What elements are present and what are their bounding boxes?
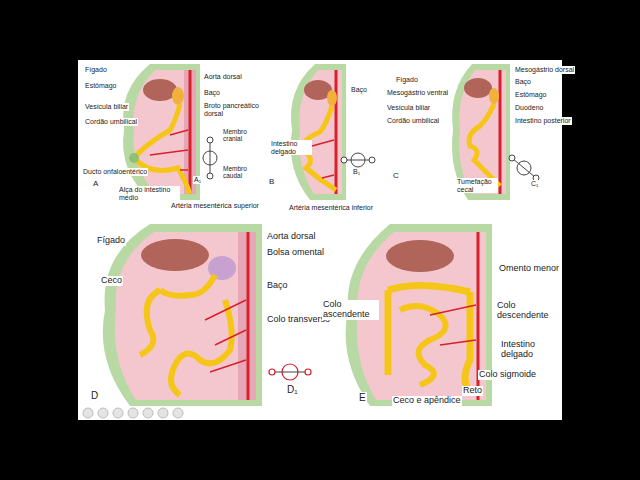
part-label: A: [92, 180, 99, 189]
part-label: Mesogástrio ventral: [386, 89, 449, 97]
part-label: Cordão umbilical: [84, 118, 138, 126]
part-label: Artéria mesentérica superior: [170, 202, 260, 210]
part-label: Baço: [203, 89, 221, 97]
part-label: C₁: [530, 180, 539, 188]
part-label: Intestino delgado: [270, 140, 312, 155]
part-label: Membro cranial: [222, 128, 264, 142]
part-label: B: [268, 178, 275, 187]
part-label: Fígado: [96, 236, 126, 246]
part-label: C: [392, 172, 400, 181]
part-label: Broto pancreático dorsal: [203, 102, 260, 117]
part-label: Omento menor: [498, 264, 560, 274]
part-label: Duodeno: [514, 104, 544, 112]
part-label: A₁: [193, 176, 202, 184]
part-label: Artéria mesentérica inferior: [288, 204, 374, 212]
part-label: Mesogástrio dorsal: [514, 66, 575, 74]
panel-c-drawing: [452, 64, 539, 200]
part-label: Reto: [462, 386, 483, 396]
part-label: Vesícula biliar: [386, 104, 431, 112]
part-label: Intestino posterior: [514, 117, 572, 125]
panel-b-drawing: [291, 64, 375, 200]
part-label: Tumefação cecal: [456, 178, 498, 193]
part-label: Fígado: [84, 66, 108, 74]
part-label: D: [90, 390, 99, 401]
part-label: Colo sigmoide: [478, 370, 537, 380]
part-label: Aorta dorsal: [266, 232, 317, 242]
part-label: Alça do intestino médio: [118, 186, 180, 201]
part-label: B₁: [352, 168, 361, 176]
part-label: Aorta dorsal: [203, 73, 243, 81]
part-label: Fígado: [395, 76, 419, 84]
part-label: Baço: [266, 281, 289, 291]
panel-a-drawing: [123, 64, 217, 200]
part-label: Ceco e apêndice: [392, 396, 462, 406]
part-label: D₁: [286, 384, 299, 395]
part-label: Estômago: [514, 91, 548, 99]
part-label: Colo ascendente: [322, 300, 379, 320]
player-toolbar: [83, 408, 183, 418]
part-label: Intestino delgado: [500, 340, 552, 360]
part-label: Estômago: [84, 82, 118, 90]
part-label: E: [358, 392, 367, 403]
part-label: Baço: [350, 86, 368, 94]
part-label: Bolsa omental: [266, 248, 325, 258]
part-label: Cordão umbilical: [386, 117, 440, 125]
part-label: Baço: [514, 78, 532, 86]
part-label: Ceco: [100, 276, 123, 286]
part-label: Colo descendente: [496, 301, 553, 321]
part-label: Vesícula biliar: [84, 103, 129, 111]
slide-ground: [78, 60, 562, 420]
part-label: Membro caudal: [222, 165, 262, 179]
part-label: Ducto onfaloentérico: [82, 168, 148, 176]
